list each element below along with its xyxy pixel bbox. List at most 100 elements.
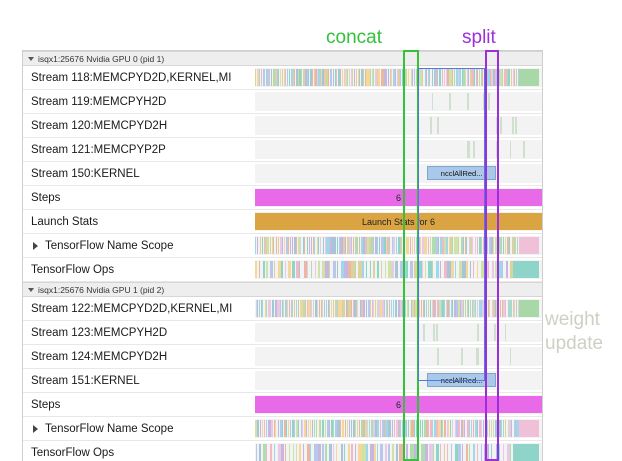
- timeline-segment[interactable]: [513, 300, 516, 317]
- timeline-segment[interactable]: [301, 420, 303, 437]
- timeline-segment[interactable]: [371, 237, 373, 254]
- timeline-segment[interactable]: [480, 420, 482, 437]
- timeline-segment[interactable]: [316, 237, 319, 254]
- timeline-segment[interactable]: [369, 261, 371, 278]
- timeline-segment[interactable]: [421, 261, 424, 278]
- timeline-row[interactable]: Stream 151:KERNEL ncclAllRed...: [23, 369, 542, 393]
- timeline-segment[interactable]: [488, 93, 490, 110]
- timeline-segment[interactable]: [392, 261, 395, 278]
- timeline-segment[interactable]: [287, 69, 289, 86]
- timeline-segment[interactable]: [452, 237, 454, 254]
- timeline-segment[interactable]: [269, 69, 270, 86]
- timeline-segment[interactable]: [257, 300, 258, 317]
- timeline-segment[interactable]: [266, 261, 269, 278]
- timeline-segment[interactable]: [450, 444, 452, 461]
- timeline-segment[interactable]: [279, 420, 283, 437]
- timeline-segment[interactable]: [299, 69, 302, 86]
- timeline-segment[interactable]: [506, 261, 508, 278]
- timeline-segment[interactable]: [355, 237, 358, 254]
- timeline-segment[interactable]: [303, 444, 304, 461]
- timeline-segment[interactable]: [442, 237, 445, 254]
- timeline-segment[interactable]: [255, 444, 257, 461]
- timeline-row-label[interactable]: Stream 151:KERNEL: [23, 374, 255, 387]
- timeline-segment[interactable]: [258, 444, 261, 461]
- timeline-segment[interactable]: [334, 420, 337, 437]
- timeline-segment[interactable]: [458, 237, 459, 254]
- timeline-segment[interactable]: [369, 237, 371, 254]
- timeline-segment[interactable]: [287, 420, 290, 437]
- timeline-segment[interactable]: [348, 69, 350, 86]
- chevron-down-icon[interactable]: [28, 287, 34, 292]
- nccl-allreduce-event[interactable]: ncclAllRed...: [427, 373, 497, 387]
- timeline-segment[interactable]: [388, 261, 393, 278]
- timeline-segment[interactable]: [434, 300, 436, 317]
- timeline-segment[interactable]: [380, 300, 382, 317]
- timeline-row[interactable]: TensorFlow Name Scope: [23, 234, 542, 258]
- timeline-bar[interactable]: 6: [255, 189, 542, 206]
- timeline-segment[interactable]: [413, 300, 416, 317]
- timeline-row[interactable]: Stream 121:MEMCPYP2P: [23, 138, 542, 162]
- timeline-segment[interactable]: [361, 237, 364, 254]
- timeline-segment[interactable]: [331, 300, 333, 317]
- timeline-row-label[interactable]: Stream 118:MEMCPYD2D,KERNEL,MI: [23, 71, 255, 84]
- timeline-segment[interactable]: [480, 261, 486, 278]
- timeline-segment[interactable]: [474, 237, 476, 254]
- timeline-segment[interactable]: [358, 261, 362, 278]
- timeline-segment[interactable]: [348, 420, 350, 437]
- timeline-segment[interactable]: [263, 261, 265, 278]
- timeline-segment[interactable]: [385, 237, 388, 254]
- timeline-segment[interactable]: [366, 261, 368, 278]
- timeline-segment[interactable]: [449, 69, 451, 86]
- timeline-segment[interactable]: [381, 237, 384, 254]
- timeline-row[interactable]: Stream 120:MEMCPYD2H: [23, 114, 542, 138]
- timeline-segment[interactable]: [395, 237, 397, 254]
- timeline-segment[interactable]: [362, 444, 367, 461]
- timeline-segment[interactable]: [257, 420, 259, 437]
- timeline-segment[interactable]: [262, 300, 264, 317]
- timeline-segment[interactable]: [523, 141, 526, 158]
- timeline-segment[interactable]: [501, 300, 503, 317]
- timeline-segment[interactable]: [257, 237, 259, 254]
- timeline-segment[interactable]: [509, 300, 512, 317]
- timeline-segment[interactable]: [317, 300, 319, 317]
- timeline-segment[interactable]: [428, 69, 429, 86]
- timeline-segment[interactable]: [366, 444, 369, 461]
- timeline-segment[interactable]: [369, 444, 374, 461]
- timeline-segment[interactable]: [476, 324, 479, 341]
- timeline-segment[interactable]: [452, 420, 454, 437]
- timeline-track[interactable]: 6: [255, 186, 542, 209]
- timeline-segment[interactable]: [466, 300, 469, 317]
- timeline-segment[interactable]: [498, 69, 500, 86]
- timeline-segment[interactable]: [464, 237, 466, 254]
- timeline-segment[interactable]: [440, 300, 442, 317]
- timeline-segment[interactable]: [378, 69, 380, 86]
- timeline-segment[interactable]: [491, 300, 494, 317]
- timeline-segment[interactable]: [274, 420, 276, 437]
- timeline-segment[interactable]: [492, 420, 494, 437]
- timeline-segment[interactable]: [511, 69, 513, 86]
- timeline-segment[interactable]: [320, 69, 322, 86]
- timeline-segment[interactable]: [364, 300, 366, 317]
- chevron-right-icon[interactable]: [33, 241, 38, 250]
- timeline-segment[interactable]: [418, 237, 421, 254]
- timeline-segment[interactable]: [384, 261, 386, 278]
- timeline-segment[interactable]: [269, 420, 271, 437]
- timeline-segment[interactable]: [447, 300, 449, 317]
- timeline-segment[interactable]: [449, 93, 451, 110]
- timeline-segment[interactable]: [470, 237, 473, 254]
- timeline-segment[interactable]: [468, 300, 470, 317]
- timeline-segment[interactable]: [504, 324, 507, 341]
- timeline-segment[interactable]: [345, 300, 348, 317]
- timeline-segment[interactable]: [479, 300, 480, 317]
- timeline-segment[interactable]: [359, 420, 361, 437]
- timeline-segment[interactable]: [308, 69, 309, 86]
- timeline-segment[interactable]: [333, 237, 335, 254]
- timeline-segment[interactable]: [409, 237, 411, 254]
- timeline-segment[interactable]: [336, 261, 338, 278]
- timeline-segment[interactable]: [362, 300, 364, 317]
- timeline-segment[interactable]: [372, 300, 373, 317]
- timeline-segment[interactable]: [384, 300, 385, 317]
- timeline-segment[interactable]: [264, 300, 266, 317]
- timeline-segment[interactable]: [421, 444, 426, 461]
- timeline-segment[interactable]: [432, 444, 435, 461]
